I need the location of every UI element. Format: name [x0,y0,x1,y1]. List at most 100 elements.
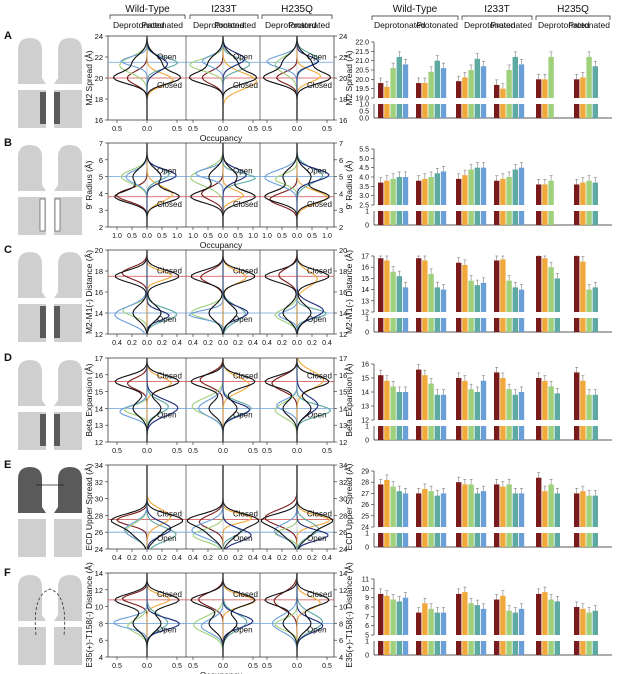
y-axis-label: 9' Radius (Å) [84,160,94,209]
loop-outline [34,588,66,636]
bar [592,182,598,205]
label-open: Open [307,410,327,419]
violin-curve [296,143,324,227]
bar [512,169,518,205]
violin-curve [264,143,298,227]
bar-low [396,641,402,655]
bar-low [422,426,428,440]
bar-y-tick-label-low: 1 [365,424,369,431]
label-open: Open [233,52,253,61]
x-tick-label: 0.0 [218,126,228,133]
bar-low [390,426,396,440]
bar-low [536,104,542,118]
x-tick-label: 0.0 [218,555,228,562]
bar [500,88,506,98]
x-tick-label: 0.5 [172,663,182,670]
bar-low [500,533,506,547]
x-tick-label: 0.5 [262,663,272,670]
x-tick-label: 0.0 [292,233,302,240]
bar [390,178,396,205]
violin-curve [197,358,224,442]
y-axis-label-right: ECD Upper Spread (Å) [344,463,354,550]
bar [548,484,554,527]
bar [428,608,434,635]
ecd-shape-left [18,252,46,298]
y-tick-label: 14 [95,404,103,413]
bar-low [390,318,396,332]
ecd-shape-left [18,575,46,621]
bar-low [536,426,542,440]
ecd-shape-right [54,360,82,406]
x-axis-label: Occupancy [200,133,243,143]
bar-low [580,211,586,225]
label-open: Open [157,534,177,543]
bar [462,380,468,420]
x-tick-label: 0.5 [188,663,198,670]
bar-low [402,318,409,332]
bar-low [592,104,598,118]
bar [422,488,428,527]
violin-curve [190,250,224,335]
violin-envelope [296,143,330,227]
bar [506,389,512,420]
bar [416,369,422,420]
bar-y-tick-label-low: 0 [365,223,369,230]
bar-y-tick-label: 6 [365,623,369,630]
bar [434,287,440,312]
violin-curve [125,143,148,227]
bar [500,178,506,205]
panel-letter: D [4,352,12,364]
x-tick-label: 0.4 [188,555,198,562]
bar-low [440,318,447,332]
bar-low [378,426,384,440]
bar-low [428,211,434,225]
bar-low [494,211,500,225]
violin-envelope [114,143,148,227]
x-tick-label: 0.4 [248,340,258,347]
ecd-shape-right [54,38,82,84]
y-tick-label-right: 15 [339,388,347,397]
bar [390,68,396,98]
bar [536,79,542,98]
y-axis-label-right: Beta Expansion (Å) [344,363,354,436]
label-closed: Closed [307,590,332,599]
bar [416,83,422,98]
bar [554,393,560,420]
violin-curve [191,358,224,442]
x-axis-label: Occupancy [200,240,243,250]
bar-y-tick-label: 25 [361,513,369,520]
y-tick-label-right: 12 [339,330,347,339]
bar-low [554,533,560,547]
bar [402,177,409,205]
bar-low [480,211,487,225]
y-tick-label: 13 [95,421,103,430]
x-tick-label: 0.5 [188,448,198,455]
bar [402,287,409,312]
tmd-shape-left [18,304,46,342]
tmd-shape-left [18,90,46,128]
y-axis-label-right: M2-M1(-) Distance (Å) [344,250,354,334]
bar-low [384,211,390,225]
y-tick-label-right: 14 [339,569,347,578]
bar-low [422,641,428,655]
y-tick-label: 34 [95,461,103,470]
bar-low [378,211,384,225]
schematic-icon [18,38,82,128]
x-tick-label: 0.2 [157,340,167,347]
bar [422,375,428,420]
bar [574,493,580,527]
bar-low [462,104,468,118]
schematic-icon [18,575,82,665]
bar-low [512,211,518,225]
bar-low [390,641,396,655]
bar [474,392,480,420]
x-tick-label: 0.5 [277,233,287,240]
header-sub-deprotonated: Deprotonated [464,20,516,30]
bar-low [468,426,474,440]
bar [542,491,548,527]
bar-low [506,211,512,225]
bar [384,595,390,635]
